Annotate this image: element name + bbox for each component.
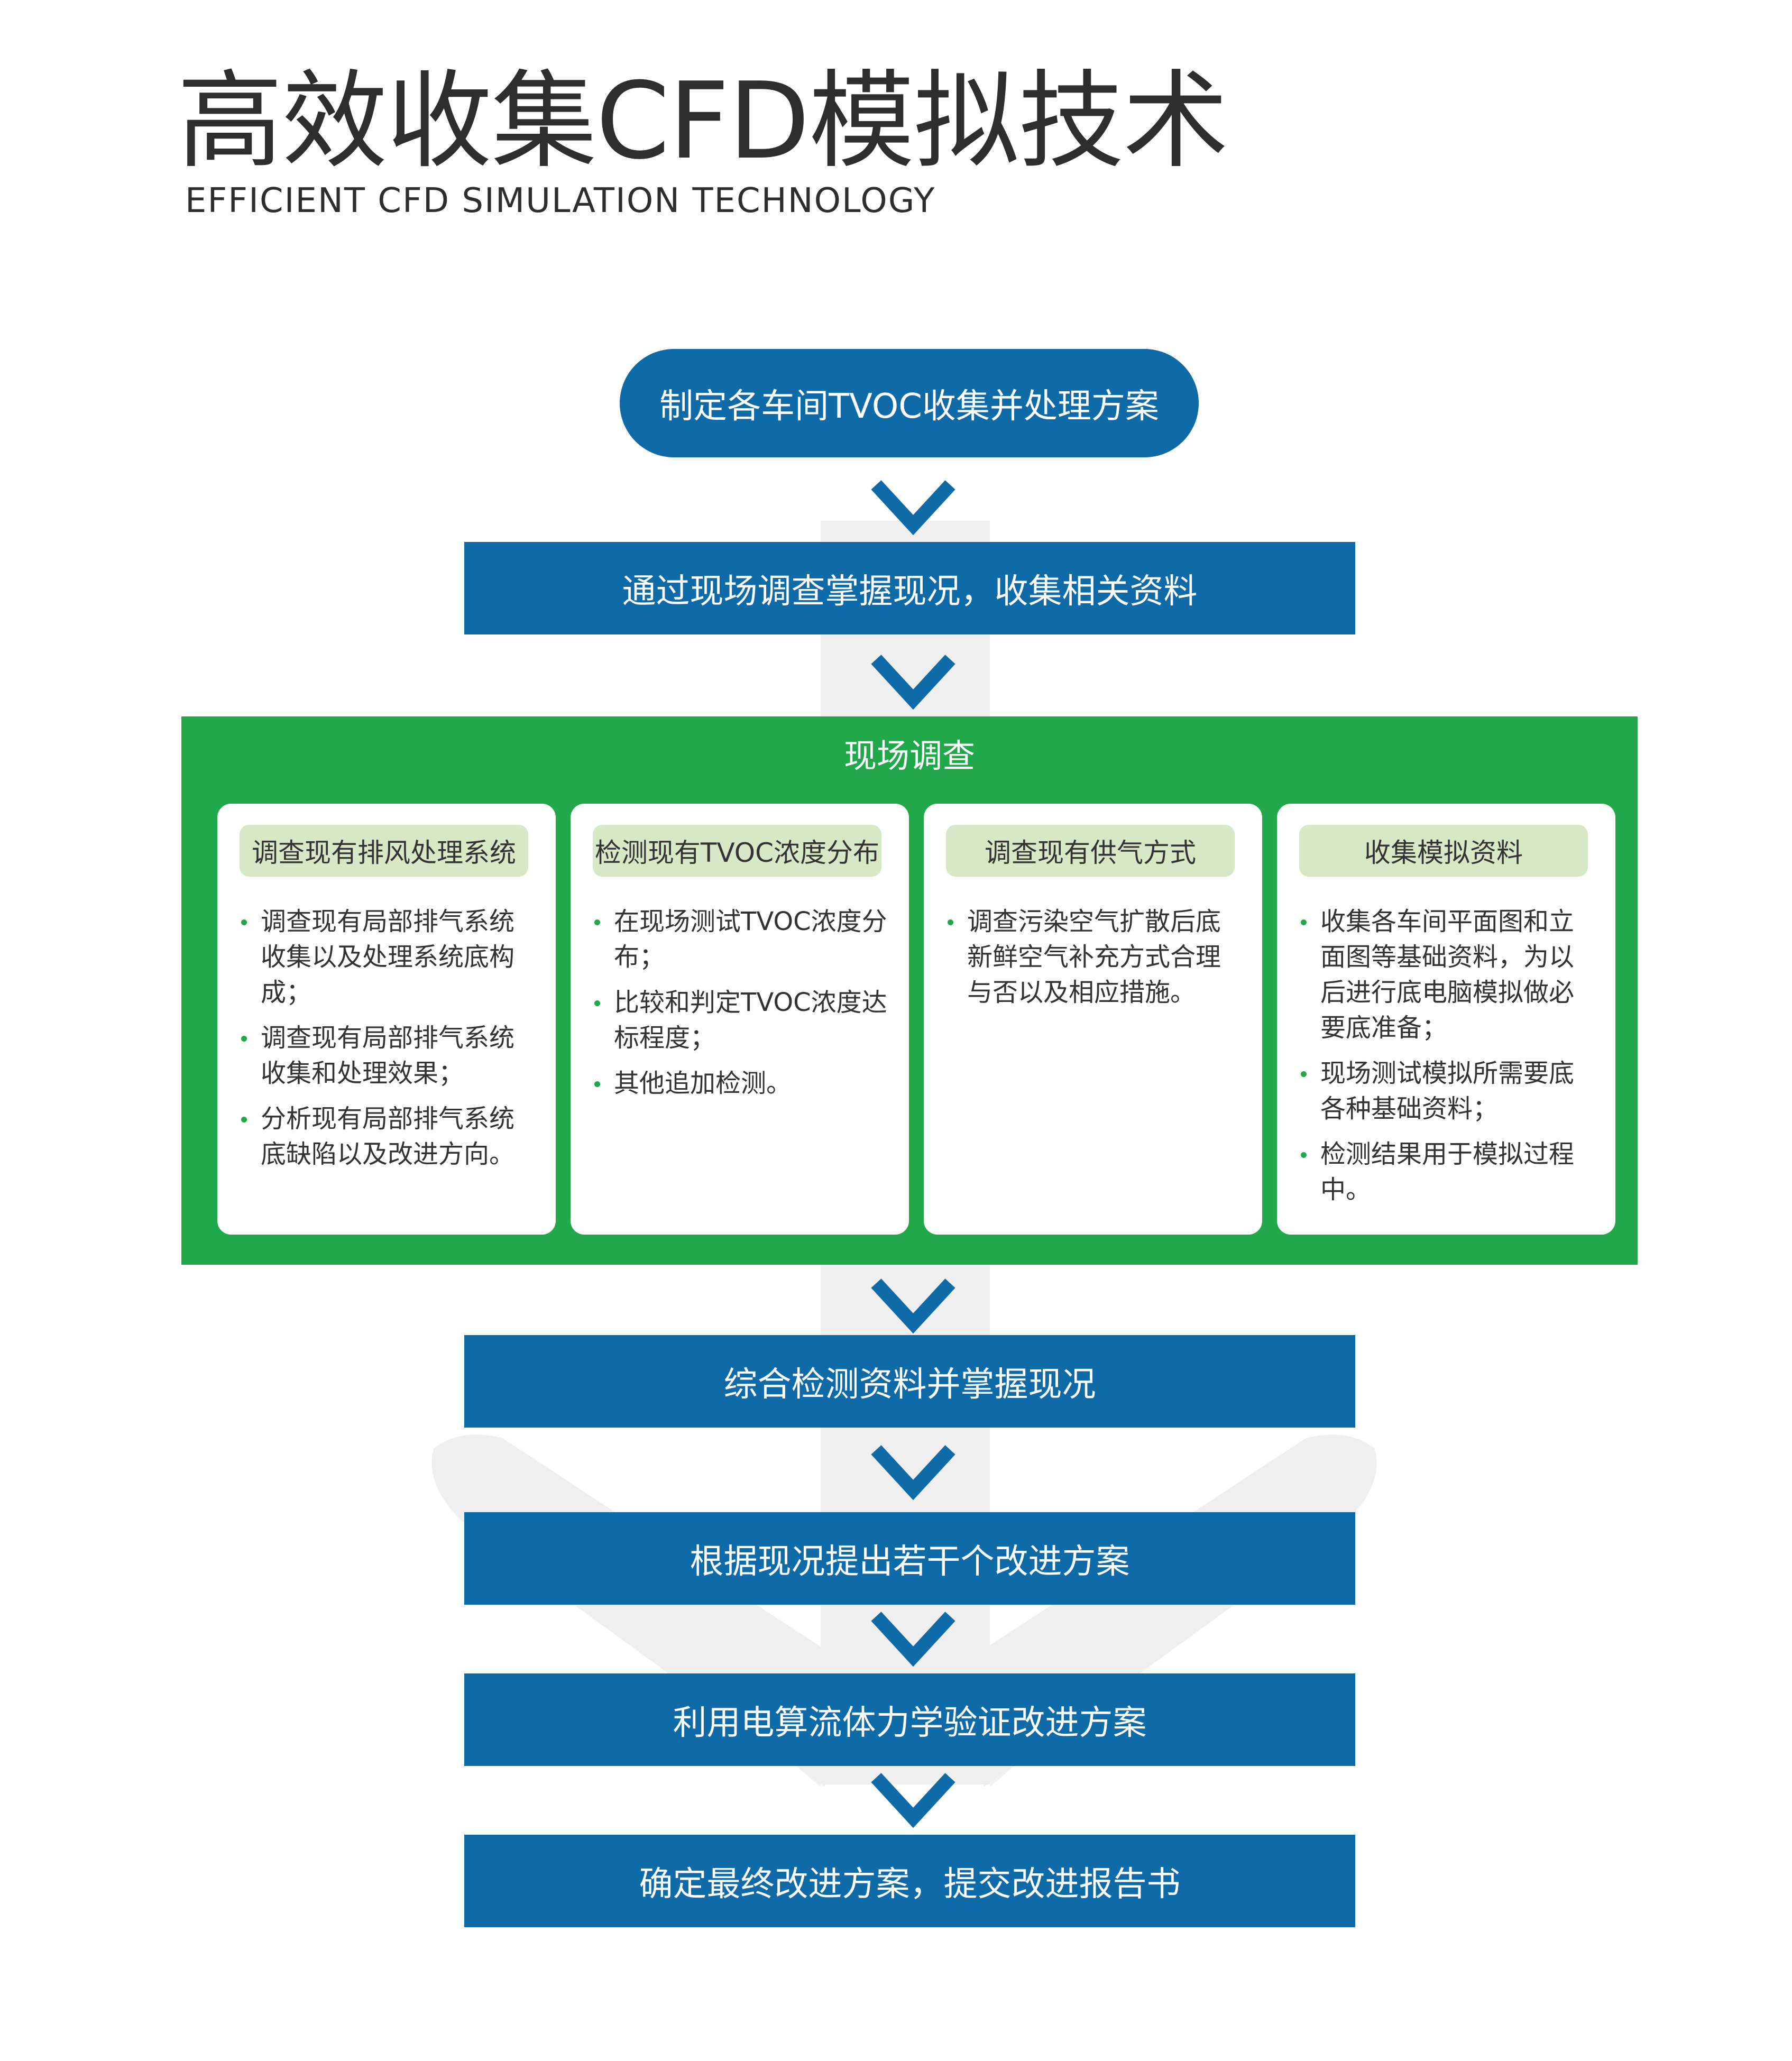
step-site-investigation: 通过现场调查掌握现况，收集相关资料 [464, 542, 1355, 634]
page-subtitle: EFFICIENT CFD SIMULATION TECHNOLOGY [185, 181, 936, 220]
chevron-down-icon [871, 480, 955, 536]
bullet-item: 调查现有局部排气系统收集以及处理系统底构成； [241, 904, 535, 1010]
bullet-item: 调查现有局部排气系统收集和处理效果； [241, 1020, 535, 1091]
survey-card-air-supply: 调查现有供气方式 调查污染空气扩散后底新鲜空气补充方式合理与否以及相应措施。 [924, 804, 1262, 1235]
bullet-item: 比较和判定TVOC浓度达标程度； [594, 985, 888, 1056]
chevron-down-icon [871, 1612, 955, 1667]
card-bullet-list: 收集各车间平面图和立面图等基础资料，为以后进行底电脑模拟做必要底准备； 现场测试… [1277, 904, 1615, 1218]
bullet-item: 收集各车间平面图和立面图等基础资料，为以后进行底电脑模拟做必要底准备； [1301, 904, 1594, 1046]
bullet-item: 检测结果用于模拟过程中。 [1301, 1137, 1594, 1208]
card-heading: 检测现有TVOC浓度分布 [593, 825, 881, 877]
survey-card-exhaust-system: 调查现有排风处理系统 调查现有局部排气系统收集以及处理系统底构成； 调查现有局部… [217, 804, 556, 1235]
card-heading: 收集模拟资料 [1299, 825, 1588, 877]
card-bullet-list: 在现场测试TVOC浓度分布； 比较和判定TVOC浓度达标程度； 其他追加检测。 [571, 904, 909, 1111]
card-heading: 调查现有排风处理系统 [240, 825, 528, 877]
card-heading: 调查现有供气方式 [946, 825, 1235, 877]
page-title: 高效收集CFD模拟技术 [177, 60, 1229, 183]
chevron-down-icon [871, 1773, 955, 1828]
bullet-item: 在现场测试TVOC浓度分布； [594, 904, 888, 975]
step-cfd-verification: 利用电算流体力学验证改进方案 [464, 1673, 1355, 1766]
bullet-item: 其他追加检测。 [594, 1066, 888, 1101]
bullet-item: 调查污染空气扩散后底新鲜空气补充方式合理与否以及相应措施。 [948, 904, 1241, 1010]
card-bullet-list: 调查现有局部排气系统收集以及处理系统底构成； 调查现有局部排气系统收集和处理效果… [217, 904, 556, 1182]
chevron-down-icon [871, 1445, 955, 1501]
bullet-item: 现场测试模拟所需要底各种基础资料； [1301, 1056, 1594, 1127]
step-final-report: 确定最终改进方案，提交改进报告书 [464, 1835, 1355, 1927]
survey-card-simulation-data: 收集模拟资料 收集各车间平面图和立面图等基础资料，为以后进行底电脑模拟做必要底准… [1277, 804, 1615, 1235]
chevron-down-icon [871, 655, 955, 710]
bullet-item: 分析现有局部排气系统底缺陷以及改进方向。 [241, 1101, 535, 1172]
step-formulate-plan: 制定各车间TVOC收集并处理方案 [620, 349, 1199, 457]
step-synthesize-data: 综合检测资料并掌握现况 [464, 1335, 1355, 1428]
survey-card-tvoc-distribution: 检测现有TVOC浓度分布 在现场测试TVOC浓度分布； 比较和判定TVOC浓度达… [571, 804, 909, 1235]
site-survey-panel: 现场调查 调查现有排风处理系统 调查现有局部排气系统收集以及处理系统底构成； 调… [181, 716, 1638, 1265]
chevron-down-icon [871, 1278, 955, 1334]
step-propose-improvements: 根据现况提出若干个改进方案 [464, 1512, 1355, 1605]
survey-title: 现场调查 [843, 737, 975, 775]
card-bullet-list: 调查污染空气扩散后底新鲜空气补充方式合理与否以及相应措施。 [924, 904, 1262, 1020]
